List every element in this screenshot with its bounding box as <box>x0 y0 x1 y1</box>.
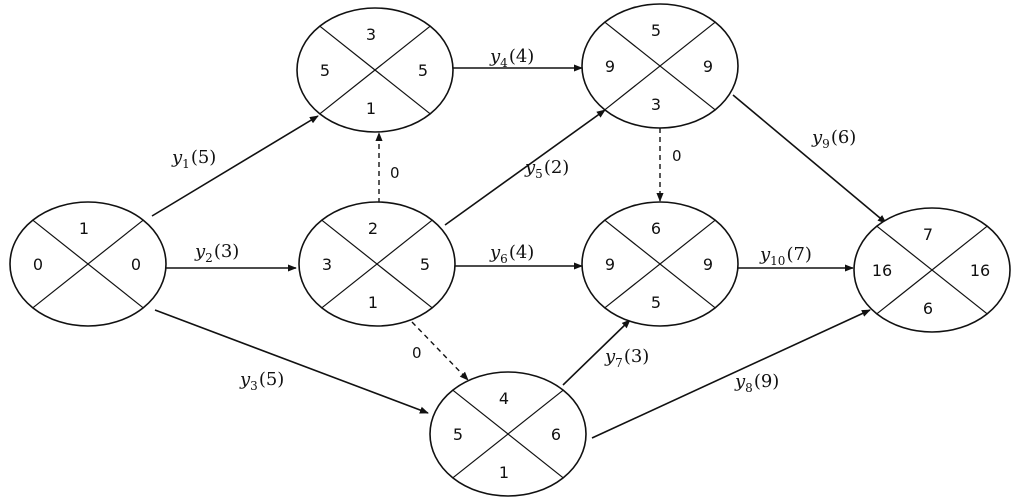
node-n5-left-value: 9 <box>605 57 615 76</box>
node-n2-top-value: 2 <box>368 219 378 238</box>
node-n5-right-value: 9 <box>703 57 713 76</box>
edge-duration: (3) <box>624 346 650 367</box>
edge-duration: (4) <box>509 242 535 263</box>
edge-subscript: 5 <box>535 167 543 181</box>
node-n7-right-value: 16 <box>970 261 990 280</box>
edge-subscript: 1 <box>182 157 190 171</box>
edge-duration: (6) <box>831 127 857 148</box>
node-n5-bottom-value: 3 <box>651 95 661 114</box>
edge-subscript: 7 <box>615 356 623 370</box>
edge-duration: (5) <box>259 369 285 390</box>
edge-y3-label: y3(5) <box>239 369 284 393</box>
edge-y3-line <box>154 309 429 414</box>
node-n6-left-value: 9 <box>605 255 615 274</box>
node-n4: 4 5 6 1 <box>429 371 587 497</box>
edge-subscript: 9 <box>822 137 830 151</box>
node-n2-right-value: 5 <box>420 255 430 274</box>
node-n1: 1 0 0 <box>9 201 167 327</box>
edge-variable: y <box>524 157 536 178</box>
edge-d2-label: 0 <box>672 147 682 165</box>
edge-subscript: 4 <box>500 56 508 70</box>
edge-y7-label: y7(3) <box>604 346 649 370</box>
node-divider <box>604 21 716 111</box>
node-divider <box>876 225 988 315</box>
edge-y6-label: y6(4) <box>489 242 534 266</box>
edge-y1-line <box>151 115 319 217</box>
node-n7-left-value: 16 <box>872 261 892 280</box>
edge-duration: (5) <box>191 147 217 168</box>
node-n2-left-value: 3 <box>322 255 332 274</box>
node-n7: 7 16 16 6 <box>853 207 1011 333</box>
edge-y9-label: y9(6) <box>811 127 856 151</box>
edge-variable: y <box>604 346 616 367</box>
edge-subscript: 2 <box>205 251 213 265</box>
node-n2-bottom-value: 1 <box>368 293 378 312</box>
edge-y10-label: y10(7) <box>759 244 812 268</box>
edge-y8-line <box>591 309 871 439</box>
edge-y9-line <box>732 94 887 224</box>
edge-y5-label: y5(2) <box>524 157 569 181</box>
node-n4-bottom-value: 1 <box>499 463 509 482</box>
edge-y1-label: y1(5) <box>171 147 216 171</box>
node-n7-bottom-value: 6 <box>923 299 933 318</box>
edge-variable: y <box>239 369 251 390</box>
node-n5: 5 9 9 3 <box>581 3 739 129</box>
node-n6-bottom-value: 5 <box>651 293 661 312</box>
edge-subscript: 6 <box>500 252 508 266</box>
edge-d3-line <box>411 321 469 381</box>
node-n4-right-value: 6 <box>551 425 561 444</box>
node-n3-left-value: 5 <box>320 61 330 80</box>
edge-y8-label: y8(9) <box>734 371 779 395</box>
node-n3: 3 5 5 1 <box>296 7 454 133</box>
edge-y4-label: y4(4) <box>489 46 534 70</box>
node-n1-left-value: 0 <box>33 255 43 274</box>
edge-variable: y <box>811 127 823 148</box>
edge-subscript: 8 <box>745 381 753 395</box>
node-divider <box>319 25 431 115</box>
edge-y5-line <box>444 109 606 226</box>
edges-layer <box>151 64 887 439</box>
node-n7-top-value: 7 <box>923 225 933 244</box>
labels-layer: y1(5)y2(3)y3(5)y4(4)y5(2)y6(4)y7(3)y8(9)… <box>171 46 856 395</box>
edge-subscript: 10 <box>770 254 785 268</box>
edge-d3-label: 0 <box>412 344 422 362</box>
node-divider <box>32 219 144 309</box>
node-n1-top-value: 1 <box>79 219 89 238</box>
node-divider <box>321 219 433 309</box>
node-n1-right-value: 0 <box>131 255 141 274</box>
edge-subscript: 3 <box>250 379 258 393</box>
edge-variable: y <box>489 242 501 263</box>
edge-variable: y <box>489 46 501 67</box>
edge-y2-label: y2(3) <box>194 241 239 265</box>
edge-y7-line <box>562 319 631 386</box>
edge-duration: (2) <box>544 157 570 178</box>
node-n3-right-value: 5 <box>418 61 428 80</box>
node-n2: 2 3 5 1 <box>298 201 456 327</box>
edge-variable: y <box>734 371 746 392</box>
edge-duration: (3) <box>214 241 240 262</box>
node-n6-right-value: 9 <box>703 255 713 274</box>
node-n4-left-value: 5 <box>453 425 463 444</box>
edge-duration: (7) <box>786 244 812 265</box>
edge-duration: (9) <box>754 371 780 392</box>
edge-d1-label: 0 <box>390 164 400 182</box>
node-n3-bottom-value: 1 <box>366 99 376 118</box>
node-n3-top-value: 3 <box>366 25 376 44</box>
node-divider <box>604 219 716 309</box>
node-divider <box>452 389 564 479</box>
node-n6-top-value: 6 <box>651 219 661 238</box>
edge-variable: y <box>759 244 771 265</box>
node-n6: 6 9 9 5 <box>581 201 739 327</box>
edge-variable: y <box>171 147 183 168</box>
node-n4-top-value: 4 <box>499 389 509 408</box>
node-n5-top-value: 5 <box>651 21 661 40</box>
edge-variable: y <box>194 241 206 262</box>
edge-duration: (4) <box>509 46 535 67</box>
